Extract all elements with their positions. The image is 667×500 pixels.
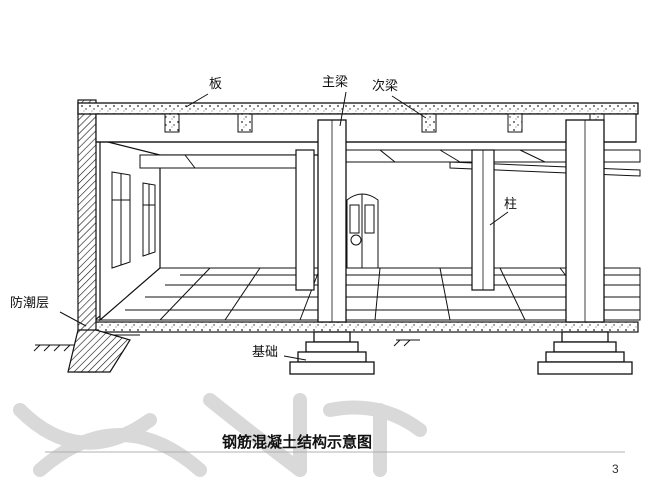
foundation-right: [537, 331, 633, 375]
foundation-center: [289, 331, 375, 375]
page-number: 3: [612, 462, 619, 476]
back-column-left: [295, 149, 315, 291]
wall-footing: [67, 329, 131, 373]
door: [346, 193, 379, 269]
label-secondary-beam: 次梁: [372, 79, 399, 94]
floor: [93, 267, 641, 321]
label-foundation: 基础: [252, 345, 279, 360]
watermark-logo: [13, 393, 427, 477]
ground-slab: [89, 321, 639, 333]
label-slab: 板: [209, 77, 223, 92]
label-column: 柱: [504, 197, 518, 212]
ceiling-beams: [139, 149, 641, 177]
label-damp-proof-course: 防潮层: [10, 296, 50, 311]
slab: [77, 102, 639, 115]
label-main-beam: 主梁: [322, 75, 349, 90]
front-column-right: [565, 119, 605, 323]
figure-caption: 钢筋混凝土结构示意图: [222, 433, 373, 451]
main-beam: [95, 113, 637, 143]
window-left: [111, 171, 156, 269]
leader-lines: [59, 91, 509, 361]
front-column-center: [317, 119, 347, 323]
